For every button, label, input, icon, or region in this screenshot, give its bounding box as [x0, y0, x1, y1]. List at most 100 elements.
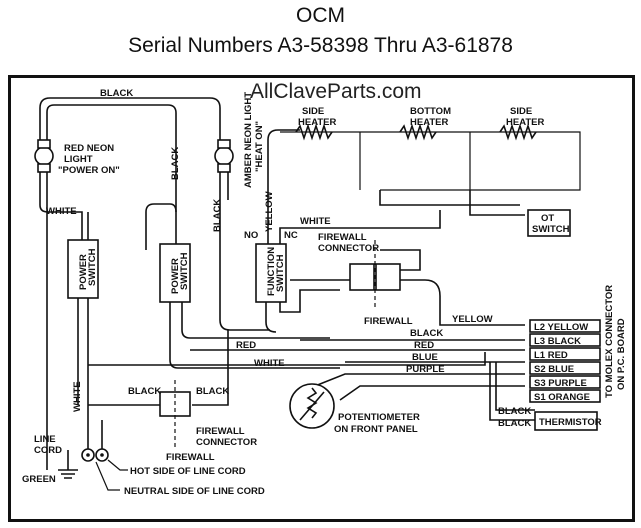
label-purple: PURPLE [406, 364, 445, 375]
function-switch-label-2: SWITCH [275, 254, 286, 292]
label-black-right: BLACK [212, 199, 223, 232]
wire-ps1-out [77, 298, 89, 420]
wire-ps2-out [169, 302, 340, 369]
ot-switch [527, 209, 571, 237]
label-red-2: RED [414, 340, 434, 351]
wire-thermistor [489, 362, 535, 421]
power-switch-1-label-1: POWER [78, 254, 89, 290]
power-switch-1-label-2: SWITCH [87, 248, 98, 286]
label-blue: BLUE [412, 352, 438, 363]
firewall-top-label: FIREWALL [364, 316, 413, 327]
label-black-main: BLACK [410, 328, 443, 339]
wire-fw-bottom [88, 330, 229, 406]
wire-fw-top [290, 249, 525, 326]
pin-s3-purple: S3 PURPLE [534, 378, 587, 389]
bottom-heater-coil [399, 123, 437, 141]
molex-label-1: TO MOLEX CONNECTOR [604, 285, 615, 398]
label-yellow-vertical: YELLOW [264, 191, 275, 232]
red-neon-label-1: RED NEON [64, 143, 114, 154]
amber-neon-light [214, 139, 234, 173]
pin-s2-blue: S2 BLUE [534, 364, 574, 375]
pin-l1-red: L1 RED [534, 350, 568, 361]
wire-white-left [39, 172, 83, 240]
label-black-fw-left: BLACK [128, 386, 161, 397]
pin-l3-black: L3 BLACK [534, 336, 581, 347]
side-heater-left-label-1: SIDE [302, 106, 324, 117]
label-white-main: WHITE [254, 358, 285, 369]
ot-switch-label-1: OT [541, 213, 554, 224]
label-no: NO [244, 230, 258, 241]
amber-neon-label-1: AMBER NEON LIGHT [243, 92, 254, 188]
label-black-fw-right: BLACK [196, 386, 229, 397]
wire-yellow-up [267, 129, 300, 244]
ot-switch-label-2: SWITCH [532, 224, 570, 235]
bottom-heater-label-1: BOTTOM [410, 106, 451, 117]
power-switch-2 [159, 243, 191, 303]
amber-neon-label-2: "HEAT ON" [254, 121, 265, 172]
power-switch-2-label-2: SWITCH [179, 252, 190, 290]
side-heater-right-label-1: SIDE [510, 106, 532, 117]
heater-bus-top [280, 131, 581, 191]
line-cord-neutral-pin [100, 453, 104, 457]
line-cord-label-1: LINE [34, 434, 56, 445]
pin-s1-orange: S1 ORANGE [534, 392, 590, 403]
wire-orange-main [339, 385, 525, 401]
power-switch-2-label-1: POWER [170, 258, 181, 294]
diagram-subtitle: Serial Numbers A3-58398 Thru A3-61878 [128, 34, 513, 57]
firewall-connector-bottom-label-1: FIREWALL [196, 426, 245, 437]
red-neon-label-2: LIGHT [64, 154, 93, 165]
label-yellow: YELLOW [452, 314, 493, 325]
ground-symbol [58, 469, 78, 479]
potentiometer-label-2: ON FRONT PANEL [334, 424, 418, 435]
thermistor-label: THERMISTOR [539, 417, 602, 428]
hot-side-label: HOT SIDE OF LINE CORD [130, 466, 246, 477]
firewall-bottom-label: FIREWALL [166, 452, 215, 463]
firewall-connector-top-mate [375, 263, 401, 291]
power-switch-1 [67, 239, 99, 299]
label-black-top: BLACK [100, 88, 133, 99]
line-cord-hot-pin [86, 453, 90, 457]
wire-fn-out [265, 289, 340, 333]
neutral-side-label: NEUTRAL SIDE OF LINE CORD [124, 486, 265, 497]
potentiometer-arrow [299, 391, 325, 421]
wire-line-cord [67, 420, 103, 470]
diagram-title: OCM [296, 4, 345, 27]
wire-white-fn [279, 210, 441, 244]
red-neon-light [34, 139, 54, 173]
function-switch [255, 243, 287, 303]
side-heater-left-coil [295, 123, 333, 141]
label-white-left: WHITE [46, 206, 77, 217]
function-switch-label-1: FUNCTION [266, 247, 277, 296]
firewall-connector-bottom-label-2: CONNECTOR [196, 437, 257, 448]
molex-label-2: ON P.C. BOARD [616, 318, 627, 390]
wire-ot-switch [379, 190, 525, 216]
bottom-heater-label-2: HEATER [410, 117, 448, 128]
line-cord-label-2: CORD [34, 445, 62, 456]
wire-white-main [88, 352, 486, 366]
label-black-therm-2: BLACK [498, 418, 531, 429]
diagram-frame [8, 75, 635, 522]
wire-black-right-1 [219, 172, 270, 331]
side-heater-right-label-2: HEATER [506, 117, 544, 128]
watermark: AllClaveParts.com [250, 80, 422, 103]
wire-ps2-in [145, 203, 177, 250]
potentiometer-label-1: POTENTIOMETER [338, 412, 420, 423]
label-white-vertical: WHITE [72, 381, 83, 412]
side-heater-left-label-2: HEATER [298, 117, 336, 128]
potentiometer-element [306, 387, 318, 419]
side-heater-right-coil [499, 123, 537, 141]
label-black-therm-1: BLACK [498, 406, 531, 417]
firewall-connector-top-label-2: CONNECTOR [318, 243, 379, 254]
label-black-mid: BLACK [170, 147, 181, 180]
pin-l2-yellow: L2 YELLOW [534, 322, 588, 333]
thermistor [534, 411, 598, 431]
label-white-fn: WHITE [300, 216, 331, 227]
wire-black-top-inner [46, 104, 177, 250]
red-neon-label-3: "POWER ON" [58, 165, 120, 176]
label-nc: NC [284, 230, 298, 241]
label-green: GREEN [22, 474, 56, 485]
label-red: RED [236, 340, 256, 351]
wire-purple-main [309, 373, 525, 389]
wire-black-top [39, 97, 221, 150]
